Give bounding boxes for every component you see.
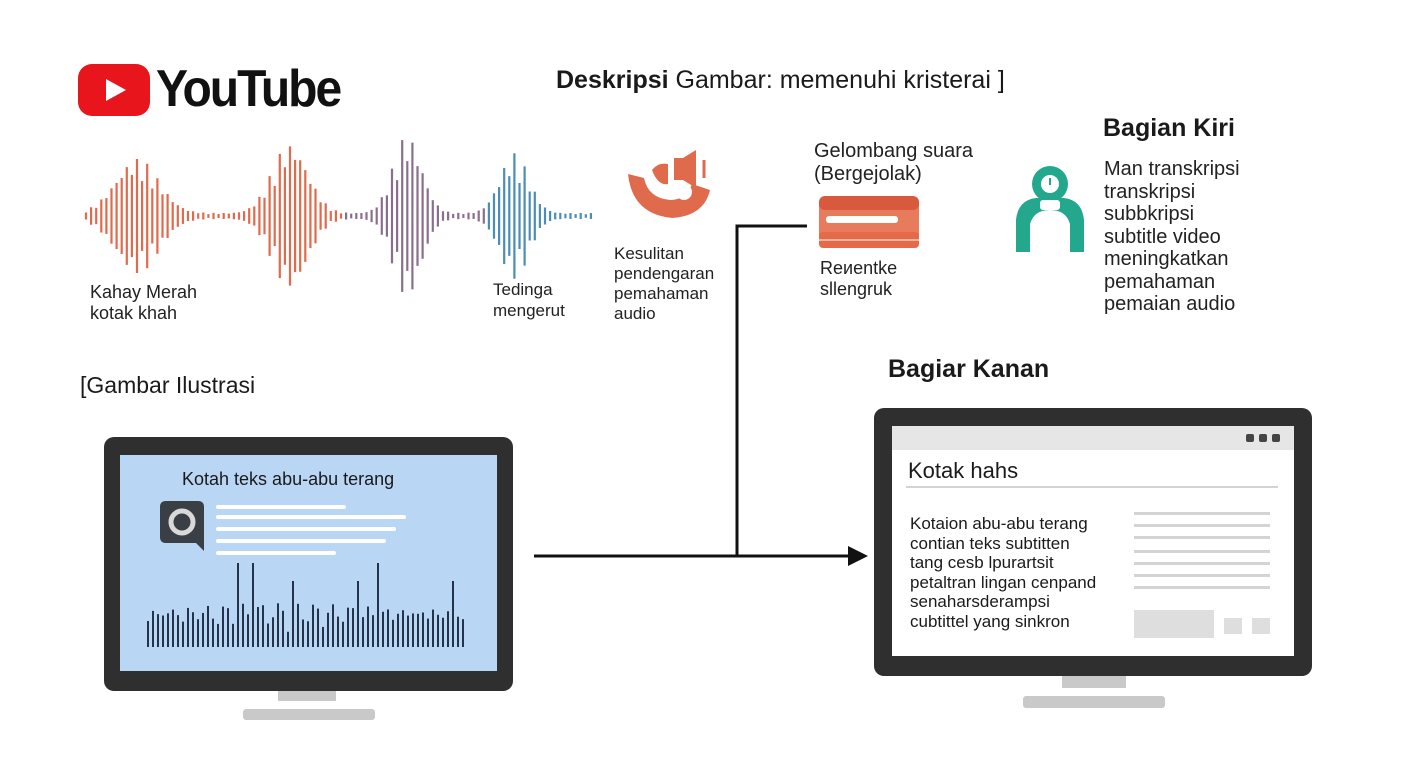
subtitle-line [216,527,396,531]
waveform-label-left: Kahay Merah kotak khah [90,282,198,323]
box-title: Kotak hahs [908,458,1019,483]
browser-toolbar [892,426,1294,450]
sound-wave-label: Rеиentke sllengruk [820,258,898,299]
illustration-label: [Gambar Ilustrasi [80,372,256,398]
left-screen-title: Kotah teks abu-abu terang [182,469,395,489]
left-section-text: Man transkripsi transkripsi subbkripsi s… [1104,158,1240,315]
connector-arrow [534,224,868,566]
right-monitor-base [1023,696,1165,708]
page-title-bold: Deskripsi [556,66,669,94]
sound-wave-title: Gelombang suara (Bergejolak) [814,140,973,185]
screen-audio-bars [147,563,464,647]
subtitle-line [216,551,336,555]
left-monitor-base [243,709,375,720]
hearing-label: Kesulitan pendengaran pemahaman audio [614,244,715,323]
placeholder-line [1134,512,1270,515]
youtube-wordmark: YouTube [156,60,342,119]
audio-waveform [84,140,592,292]
placeholder-line [1134,550,1270,553]
right-monitor: Kotak hahs Kotaion abu-abu terang contia… [874,408,1312,676]
subtitle-line [216,515,406,519]
left-monitor-neck [278,691,336,701]
page-title: Deskripsi Gambar: memenuhi kristerai ] [556,66,1005,95]
right-section-heading: Bagiar Kanan [888,355,1050,383]
placeholder-line [1134,536,1270,539]
placeholder-line [1134,524,1270,527]
person-headset-icon [1016,166,1084,252]
placeholder-block [1134,610,1214,638]
subtitle-bar-icon [819,196,919,248]
box-text: Kotaion abu-abu terang contian teks subt… [910,514,1097,631]
chat-bubble-icon [160,501,204,551]
subtitle-line [216,539,386,543]
window-button-icon[interactable] [1272,434,1280,442]
waveform-label-middle: Tedinga mengerut [493,280,565,320]
left-section-heading: Bagian Kiri [1103,114,1235,142]
left-monitor: Kotah teks abu-abu terang [104,437,513,691]
left-monitor-screen: Kotah teks abu-abu terang [120,455,497,671]
youtube-play-icon [78,63,150,116]
window-button-icon[interactable] [1259,434,1267,442]
page-title-rest: Gambar: memenuhi kristerai ] [668,66,1005,94]
right-monitor-neck [1062,676,1126,688]
divider [906,486,1278,488]
placeholder-square [1252,618,1270,634]
window-button-icon[interactable] [1246,434,1254,442]
placeholder-square [1224,618,1242,634]
ear-sound-icon [628,150,710,218]
placeholder-line [1134,586,1270,589]
subtitle-line [216,505,346,509]
placeholder-line [1134,562,1270,565]
placeholder-line [1134,574,1270,577]
right-monitor-screen: Kotak hahs Kotaion abu-abu terang contia… [892,426,1294,656]
youtube-logo: YouTube [78,60,342,119]
